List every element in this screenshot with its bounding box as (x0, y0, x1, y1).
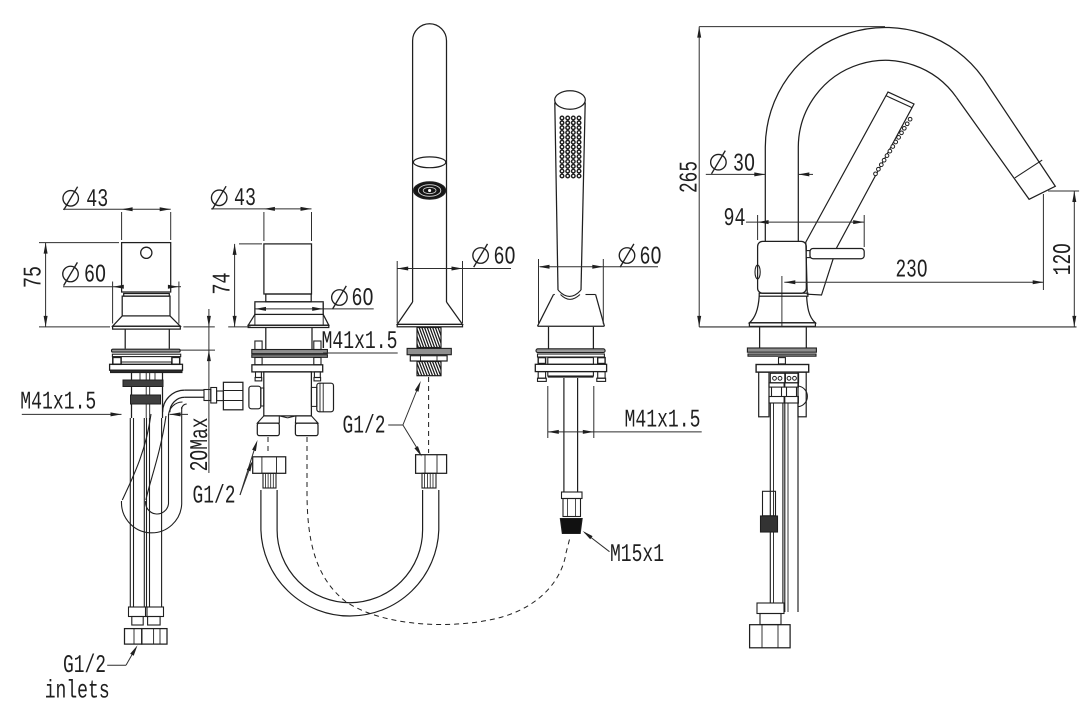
svg-text:75: 75 (20, 266, 49, 288)
svg-text:74: 74 (209, 273, 238, 295)
svg-text:12O: 12O (1049, 243, 1078, 275)
svg-text:G1/2: G1/2 (343, 412, 386, 441)
svg-text:6O: 6O (640, 243, 662, 272)
svg-text:6O: 6O (84, 261, 106, 290)
svg-text:M15x1: M15x1 (610, 540, 664, 569)
svg-text:265: 265 (675, 161, 704, 193)
svg-text:M41x1.5: M41x1.5 (20, 388, 96, 417)
svg-text:G1/2: G1/2 (63, 651, 106, 680)
svg-text:43: 43 (234, 184, 256, 213)
svg-text:23O: 23O (896, 256, 928, 285)
svg-text:43: 43 (86, 185, 108, 214)
svg-text:inlets: inlets (45, 677, 110, 706)
svg-text:6O: 6O (494, 243, 516, 272)
svg-text:6O: 6O (352, 284, 374, 313)
svg-text:3O: 3O (733, 150, 755, 179)
svg-text:94: 94 (724, 204, 746, 233)
svg-text:2OMax: 2OMax (186, 417, 215, 471)
svg-text:M41x1.5: M41x1.5 (625, 406, 701, 435)
svg-text:G1/2: G1/2 (193, 482, 236, 511)
svg-text:M41x1.5: M41x1.5 (322, 327, 398, 356)
